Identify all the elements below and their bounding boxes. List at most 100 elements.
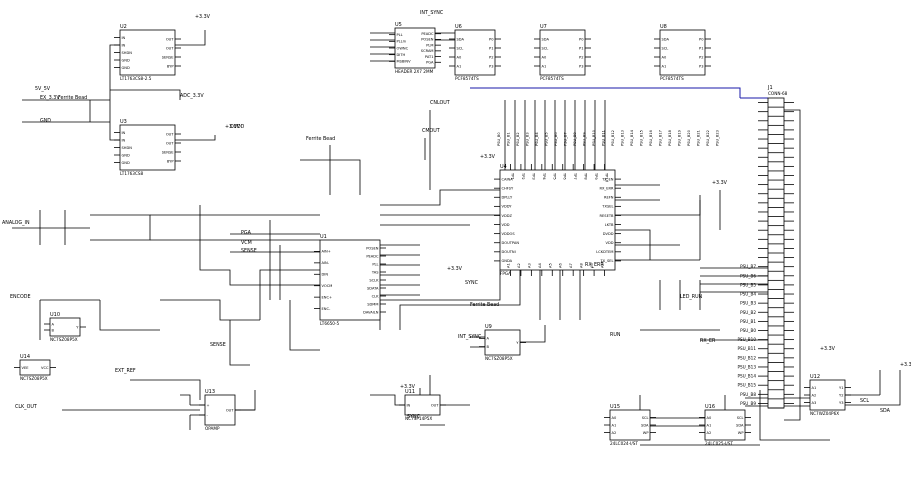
u1-pin-label: AIN- [322,261,330,265]
u8-pin-label: A1 [662,64,667,68]
u16-ref: U16 [705,404,715,410]
u12-pin-label: A3 [812,401,817,405]
bus-net-label: PSU_B13 [621,130,625,146]
u2-part: LT1763CS8-2.5 [120,76,152,81]
bus-net-label: PSU_B11 [602,130,606,146]
u5-pin-label: DITH [397,53,406,57]
u4-body [499,169,616,271]
wiring [12,30,901,446]
header-ref: J1 [767,85,773,91]
bus-net-label: PSU_B7 [564,132,568,146]
u16-pin-label: A0 [707,416,712,420]
u1-pin-label: PLL [372,262,378,266]
u13-ref: U13 [205,389,215,395]
header-net-label: PSU_B6 [740,273,756,278]
u2-pin-label: IN [122,36,126,40]
u4-pin-label: RESETB [600,214,615,218]
u6-pin-label: SCL [457,46,464,50]
u6-pin-label: A1 [457,64,462,68]
u6-part: PCF8574TS [455,76,479,81]
u1-pin-label: CLK [372,294,380,298]
net-label: PGA [241,230,252,236]
u3-pin-label: SENSE [162,150,175,154]
u5-ref: U5 [395,22,402,28]
u15-pin-label: SCL [642,416,649,420]
u7-pin-label: A0 [542,55,547,59]
bus-net-label: PSU_B10 [592,129,596,146]
net-label: +3.3V [712,180,728,186]
net-label: ENCODE [10,294,30,300]
u3-pin-label: GND [122,153,130,157]
u13-part: OPAMP [205,426,220,431]
u3-pin-label: GND [122,161,130,165]
u1-pin-label: ENC+ [322,295,332,299]
u4-pin-label: VDD [606,241,614,245]
u9-pin-label: A [487,337,490,341]
bus-net-label: PSU_B5 [545,132,549,146]
u5-pin-label: PLLm [397,40,407,44]
net-label: SDA [880,408,891,414]
header-net-label: PSU_B3 [740,301,756,306]
u12-pin-label: Y2 [839,393,843,397]
net-label: +3.3V [900,362,911,368]
u6-pin-label: P1 [489,46,493,50]
u6-pin-label: A0 [457,55,462,59]
u1-body [319,239,381,321]
net-label: ADC_3.3V [180,93,204,99]
u2-pin-label: SHDN [122,51,133,55]
bus-net-label: PSU_B9 [583,132,587,146]
header-net-label: PSU_B9 [740,401,756,406]
u4-pin-label: TP10 [605,172,609,183]
net-label: Ferrite Bead [470,302,499,308]
u1-pin-label: SCLK [369,278,379,282]
u14-part: NC7SZ08P5X [20,376,48,381]
u6-pin-label: SDA [457,37,465,41]
u5-pin-label: SCRAM [421,49,434,53]
u15-ref: U15 [610,404,620,410]
u8-pin-label: SCL [662,46,669,50]
u15-pin-label: A0 [612,416,617,420]
u4-pin-label: A9 [590,263,594,268]
u16-pin-label: WP [738,431,745,435]
u1-pin-label: ENC- [322,307,331,311]
u3-ref: U3 [120,119,127,125]
u4-pin-label: TP4 [542,172,546,180]
net-label: SENSE [241,248,257,254]
u7-pin-label: SDA [542,37,550,41]
header-net-label: PSU_B12 [737,355,756,360]
u2-pin-label: BYP [167,64,174,68]
header-net-label: PSU_B8 [740,392,756,397]
bus-net-label: PSU_B17 [659,130,663,146]
net-label: INT_SYNC [420,10,444,16]
net-label: EXT_REF [115,368,136,374]
u2-pin-label: SENSE [162,55,175,59]
u1-pin-label: PEADC [366,254,379,258]
u5-pin-label: PLM [426,43,433,47]
header-net-label: PSU_B7 [740,264,756,269]
u5-pin-label: PLL [397,33,403,37]
bus-net-label: PSU_B1 [507,132,511,146]
u1-pin-label: POSEN [366,246,379,250]
u6-pin-label: P0 [489,37,494,41]
net-label: SENSE [210,342,226,348]
u6-body [454,29,496,76]
net-label: SYNC [465,280,479,286]
u6-pin-label: P2 [489,55,493,59]
u12-pin-label: A2 [812,393,817,397]
u1-pin-label: TAS [371,270,379,274]
u4-pin-label: CAINA [502,177,514,181]
u3-pin-label: OUT [166,141,174,145]
u1-pin-label: DAVAILN [363,310,379,314]
u13-pin-label: - [207,413,209,417]
u9-ref: U9 [485,324,492,330]
u3-part: LT1763CS8 [120,171,144,176]
u8-pin-label: P3 [699,64,703,68]
u1-pin-label: SDATA [367,286,379,290]
u14-pin-label: VEE [22,366,30,370]
u8-pin-label: SDA [662,37,670,41]
bus-net-label: PSU_B0 [497,132,501,146]
u16-pin-label: SCL [737,416,744,420]
bus-net-label: PSU_B15 [640,130,644,146]
u4-pin-label: LCKDTEM [596,250,613,254]
u4-pin-label: RX_ERR [599,186,614,190]
